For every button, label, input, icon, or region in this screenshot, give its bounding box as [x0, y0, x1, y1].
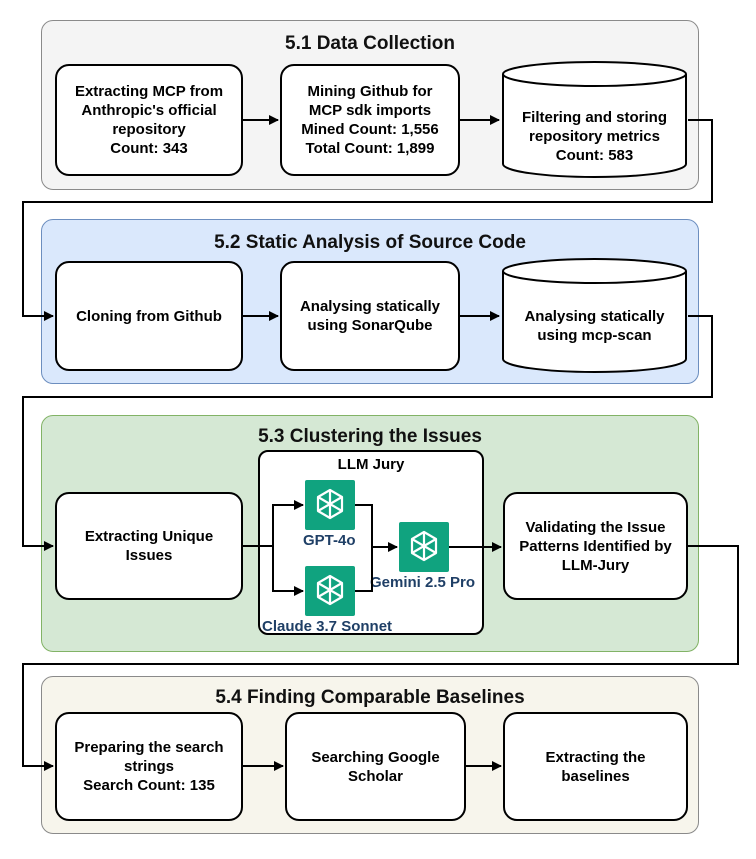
llm-jury-title: LLM Jury: [337, 456, 405, 473]
llm-label-gpt4o: GPT-4o: [303, 532, 356, 549]
node-preparing-search: Preparing the search strings Search Coun…: [55, 712, 243, 821]
llm-label-claude: Claude 3.7 Sonnet: [262, 618, 393, 635]
node-validating-patterns: Validating the Issue Patterns Identified…: [503, 492, 688, 600]
openai-logo-icon: [399, 522, 449, 572]
node-sonarqube: Analysing statically using SonarQube: [280, 261, 460, 371]
arrow-connector: [243, 500, 304, 547]
database-cylinder-shape: [502, 258, 687, 373]
node-searching-scholar: Searching Google Scholar: [285, 712, 466, 821]
cylinder-filtering-storing: Filtering and storing repository metrics…: [501, 60, 688, 180]
arrow-connector: [22, 315, 713, 551]
cylinder-mcp-scan: Analysing statically using mcp-scan: [501, 257, 688, 375]
database-cylinder-shape: [502, 61, 687, 178]
openai-logo-icon: [305, 480, 355, 530]
node-extracting-baselines: Extracting the baselines: [503, 712, 688, 821]
llm-label-gemini: Gemini 2.5 Pro: [370, 574, 476, 591]
node-extracting-unique-issues: Extracting Unique Issues: [55, 492, 243, 600]
arrow-connector: [355, 547, 373, 592]
node-filtering-storing: Filtering and storing repository metrics…: [522, 109, 667, 164]
section-title: 5.3 Clustering the Issues: [258, 426, 482, 447]
node-cloning-github: Cloning from Github: [55, 261, 243, 371]
arrow-connector: [22, 119, 713, 321]
node-mcp-scan: Analysing statically using mcp-scan: [524, 308, 665, 344]
arrow-connector: [272, 546, 304, 596]
node-mining-github: Mining Github for MCP sdk imports Mined …: [280, 64, 460, 176]
openai-logo-icon: [305, 566, 355, 616]
node-extracting-mcp: Extracting MCP from Anthropic's official…: [55, 64, 243, 176]
section-title: 5.4 Finding Comparable Baselines: [215, 687, 525, 708]
section-title: 5.1 Data Collection: [285, 33, 455, 54]
arrow-connector: [355, 504, 398, 552]
section-title: 5.2 Static Analysis of Source Code: [214, 232, 526, 253]
arrow-connector: [22, 545, 739, 771]
